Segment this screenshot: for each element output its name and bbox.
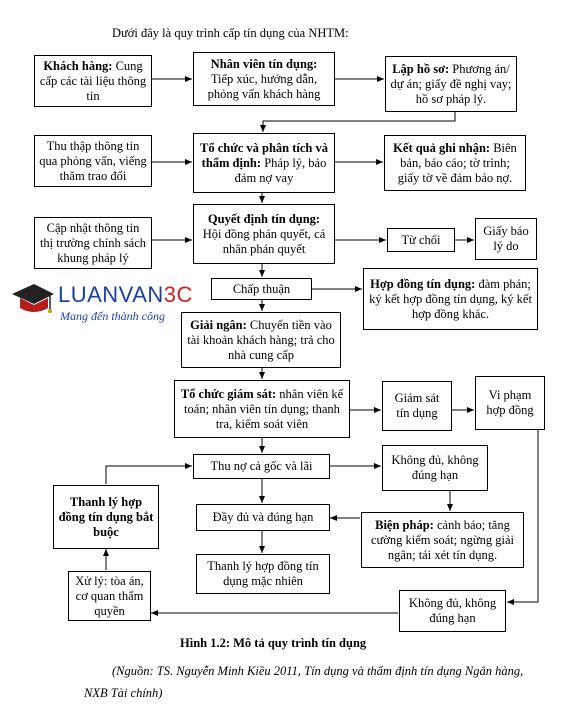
box-hop-dong-tin-dung: Hợp đồng tín dụng: đàm phán; ký kết hợp … — [363, 268, 538, 330]
arrow-vipham-khongdu2 — [507, 430, 539, 605]
box-tu-choi: Từ chối — [387, 228, 455, 252]
box-to-chuc-giam-sat: Tổ chức giám sát: nhân viên kế toán; nhâ… — [174, 380, 350, 438]
box-thanh-ly-mac-nhien: Thanh lý hợp đồng tín dụng mặc nhiên — [196, 554, 330, 594]
box-giam-sat-tin-dung: Giám sát tín dụng — [382, 381, 452, 431]
box-giay-bao-ly-do: Giấy báo lý do — [475, 218, 537, 260]
luanvan3c-logo: LUANVAN3C Mang đến thành công — [10, 280, 210, 330]
intro-text: Dưới đây là quy trình cấp tín dụng của N… — [112, 26, 349, 40]
box-giai-ngan: Giải ngân: Chuyển tiền vào tài khoản khá… — [181, 312, 341, 368]
brand-name: LUANVAN3C — [58, 282, 193, 307]
figure-source: (Nguồn: TS. Nguyễn Minh Kiều 2011, Tín d… — [84, 664, 524, 700]
box-nhan-vien-tin-dung: Nhân viên tín dụng:Tiếp xúc, hướng dẫn, … — [193, 52, 335, 106]
box-thanh-ly-bat-buoc: Thanh lý hợp đồng tín dụng bắt buộc — [53, 485, 159, 549]
figure-caption: Hình 1.2: Mô tả quy trình tín dụng — [180, 636, 367, 650]
box-xu-ly: Xử lý: tòa án, cơ quan thẩm quyền — [68, 571, 151, 621]
box-lap-ho-so: Lập hồ sơ: Phương án/ dự án; giấy đề ngh… — [385, 56, 517, 112]
graduation-cap-icon — [12, 284, 54, 313]
box-ket-qua-ghi-nhan: Kết quả ghi nhận: Biên bản, báo cáo; tờ … — [384, 135, 526, 191]
box-thu-no: Thu nợ cả gốc và lãi — [193, 454, 330, 479]
box-cap-nhat-thong-tin: Cập nhật thông tin thị trường chính sách… — [34, 217, 152, 269]
box-thu-thap-thong-tin: Thu thập thông tin qua phỏng vấn, viếng … — [34, 135, 152, 187]
box-day-du-dung-han: Đầy đủ và đúng hạn — [196, 504, 330, 531]
box-quyet-dinh-tin-dung: Quyết định tín dụng:Hội đồng phán quyết,… — [193, 204, 335, 264]
box-khong-du-khong-dung-han-2: Không đủ, không đúng hạn — [399, 590, 506, 632]
box-khong-du-khong-dung-han-1: Không đủ, không đúng hạn — [382, 445, 488, 491]
brand-slogan: Mang đến thành công — [60, 309, 165, 323]
box-to-chuc-tham-dinh: Tổ chức và phân tích và thẩm định: Pháp … — [193, 133, 335, 193]
arrow-lapthoso-down — [260, 112, 456, 132]
box-khach-hang: Khách hàng: Cung cấp các tài liệu thông … — [34, 55, 152, 107]
box-chap-thuan: Chấp thuận — [211, 278, 312, 300]
box-vi-pham-hop-dong: Vi phạm hợp đồng — [475, 376, 545, 430]
arrow-thanhlybb-thuno — [105, 463, 192, 484]
box-bien-phap: Biện pháp: cảnh báo; tăng cường kiểm soá… — [361, 512, 524, 568]
